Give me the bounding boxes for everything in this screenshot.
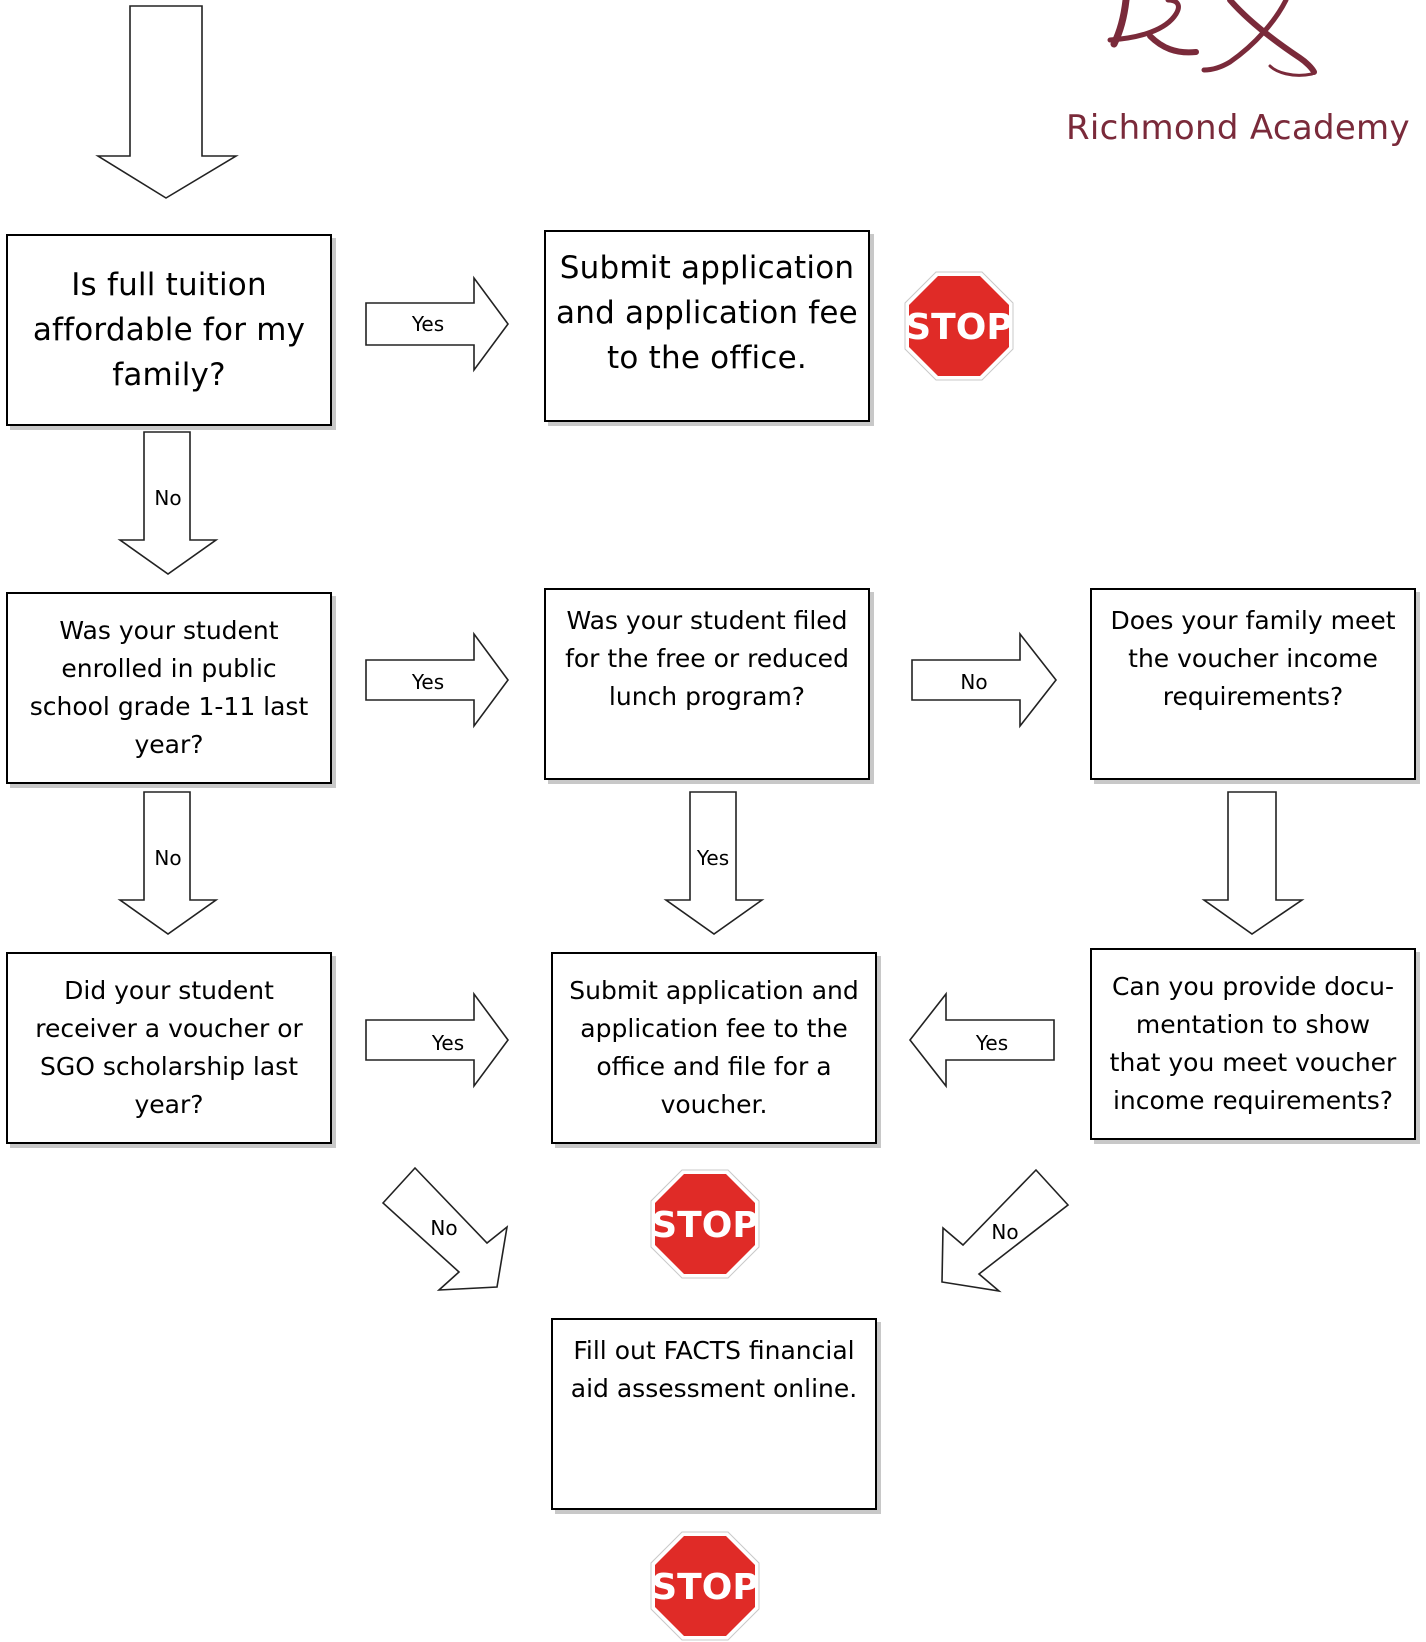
- label-tuition-no: No: [154, 486, 182, 510]
- arrow-tuition-yes: [365, 275, 509, 373]
- arrow-sgo-yes: [365, 991, 509, 1089]
- label-lunch-no: No: [960, 670, 988, 694]
- entry-arrow: [95, 5, 239, 199]
- label-doc-yes: Yes: [975, 1031, 1009, 1055]
- box-public-school-question: Was your student enrolled in public scho…: [6, 592, 332, 784]
- label-sgo-yes: Yes: [431, 1031, 465, 1055]
- arrow-lunch-no: [911, 631, 1058, 729]
- label-sgo-no: No: [430, 1216, 458, 1240]
- box-voucher-sgo-question: Did your student receiver a voucher or S…: [6, 952, 332, 1144]
- arrow-income-down: [1201, 791, 1305, 935]
- box-lunch-program-question: Was your student filed for the free or r…: [544, 588, 870, 780]
- arrow-doc-yes: [908, 991, 1055, 1089]
- arrow-doc-no: [941, 1168, 1070, 1293]
- svg-text:STOP: STOP: [651, 1205, 758, 1246]
- stop-sign-icon: STOP: [904, 271, 1014, 381]
- logo-wordmark: Richmond Academy: [1066, 108, 1410, 148]
- arrow-public-yes: [365, 631, 509, 729]
- box-submit-and-file-voucher: Submit application and application fee t…: [551, 952, 877, 1144]
- arrow-tuition-no: [117, 431, 219, 575]
- svg-text:STOP: STOP: [905, 307, 1012, 348]
- stop-sign-icon: STOP: [650, 1169, 760, 1279]
- label-lunch-yes: Yes: [696, 846, 730, 870]
- arrow-sgo-no: [381, 1166, 509, 1291]
- label-tuition-yes: Yes: [411, 312, 445, 336]
- svg-text:STOP: STOP: [651, 1567, 758, 1608]
- box-voucher-income-question: Does your family meet the voucher income…: [1090, 588, 1416, 780]
- arrow-lunch-yes: [663, 791, 765, 935]
- label-public-yes: Yes: [411, 670, 445, 694]
- box-facts-assessment: Fill out FACTS financial aid assessment …: [551, 1318, 877, 1510]
- label-doc-no: No: [991, 1220, 1019, 1244]
- richmond-academy-logo-icon: [1107, 0, 1317, 77]
- box-tuition-question: Is full tuition affordable for my family…: [6, 234, 332, 426]
- label-public-no: No: [154, 846, 182, 870]
- box-submit-application: Submit application and application fee t…: [544, 230, 870, 422]
- arrow-public-no: [117, 791, 219, 935]
- stop-sign-icon: STOP: [650, 1531, 760, 1641]
- box-documentation-question: Can you provide docu- mentation to show …: [1090, 948, 1416, 1140]
